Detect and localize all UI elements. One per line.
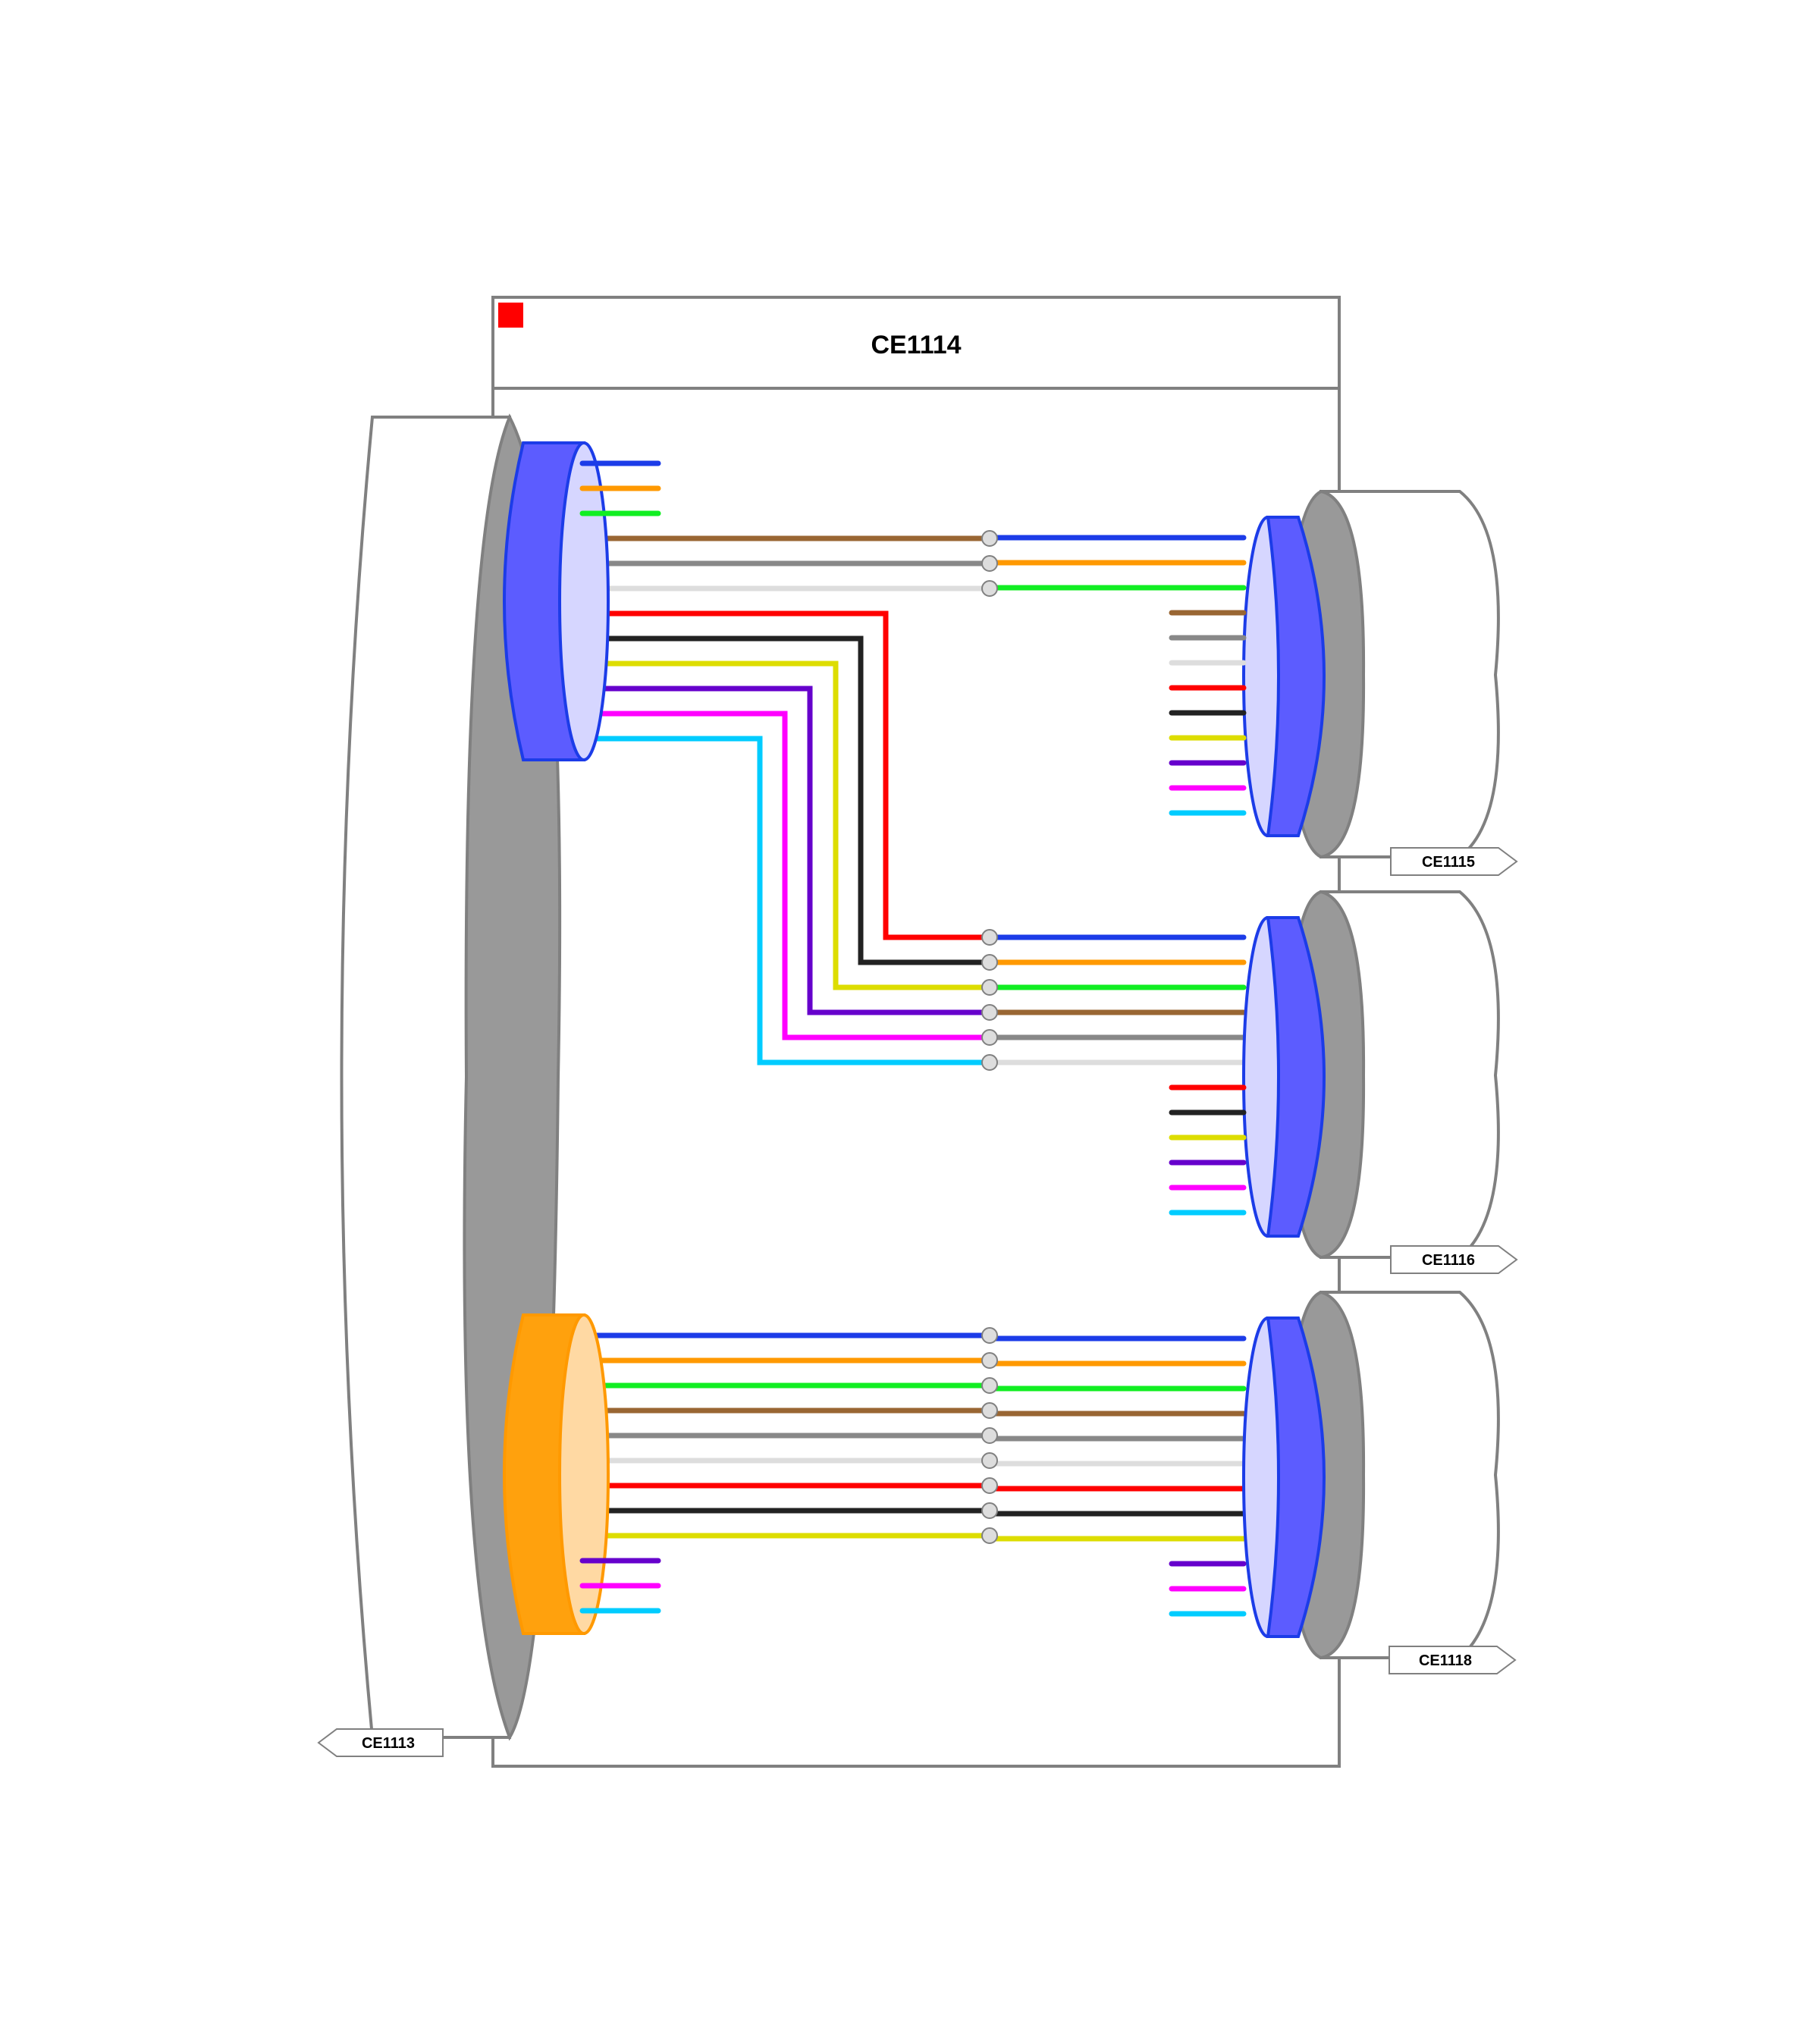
fiber-pink-in [579,711,993,1040]
splice-dot [981,1352,998,1369]
cable-ce1118-body [1320,1291,1500,1659]
cable-ce1113-label: CE1113 [362,1735,415,1752]
tube-left-blue [503,441,610,761]
fiber-red-in [579,610,993,940]
label-tag-shape [1390,847,1518,876]
splice-dot [981,954,998,971]
tube-right-top [1242,516,1326,837]
splice-dot [981,1477,998,1494]
cable-ce1115-label-tag: CE1115 [1390,847,1518,876]
splice-dot [981,580,998,597]
fiber-black-in [579,635,993,965]
splice-dot [981,979,998,996]
label-tag-shape [1389,1646,1517,1674]
splice-closure: CE1114 [491,296,1341,1768]
tube-right-bottom [1242,1316,1326,1638]
cable-ce1115-label: CE1115 [1422,854,1475,871]
cable-ce1116-label: CE1116 [1422,1252,1475,1269]
cable-ce1116-label-tag: CE1116 [1390,1245,1518,1274]
tube-left-orange [503,1313,610,1635]
fiber-yellow-in [579,661,993,990]
tube-right-mid [1242,916,1326,1238]
tube-body [1266,1316,1326,1638]
tube-body [1266,916,1326,1238]
splice-dot [981,1029,998,1046]
tube-face [558,1313,610,1635]
splice-dot [981,1327,998,1344]
cable-ce1118-label-tag: CE1118 [1389,1646,1517,1674]
cable-ce1113-label-tag: CE1113 [317,1728,444,1757]
splice-dot [981,929,998,946]
label-tag-shape [1390,1245,1518,1274]
splice-dot [981,1527,998,1544]
cable-ce1116-body [1320,890,1500,1259]
splice-dot [981,1377,998,1394]
cable-ce1118-label: CE1118 [1419,1652,1472,1669]
splice-dot [981,1427,998,1444]
splice-dot [981,555,998,572]
closure-frame [491,296,1341,1768]
label-tag-shape [317,1728,444,1757]
splice-dot [981,1502,998,1519]
tube-face [558,441,610,761]
fiber-layer [579,535,1247,1542]
closure-title: CE1114 [871,331,961,359]
tube-body [1266,516,1326,837]
cable-ce1115-body [1320,490,1500,858]
splice-dot [981,530,998,547]
splice-dot [981,1054,998,1071]
status-indicator [498,303,523,328]
fiber-aqua-in [579,736,993,1065]
fiber-tips-layer [579,460,1247,1617]
fiber-violet-in [579,686,993,1015]
splice-dot [981,1402,998,1419]
splice-points [981,530,998,1544]
splice-dot [981,1452,998,1469]
splice-dot [981,1004,998,1021]
